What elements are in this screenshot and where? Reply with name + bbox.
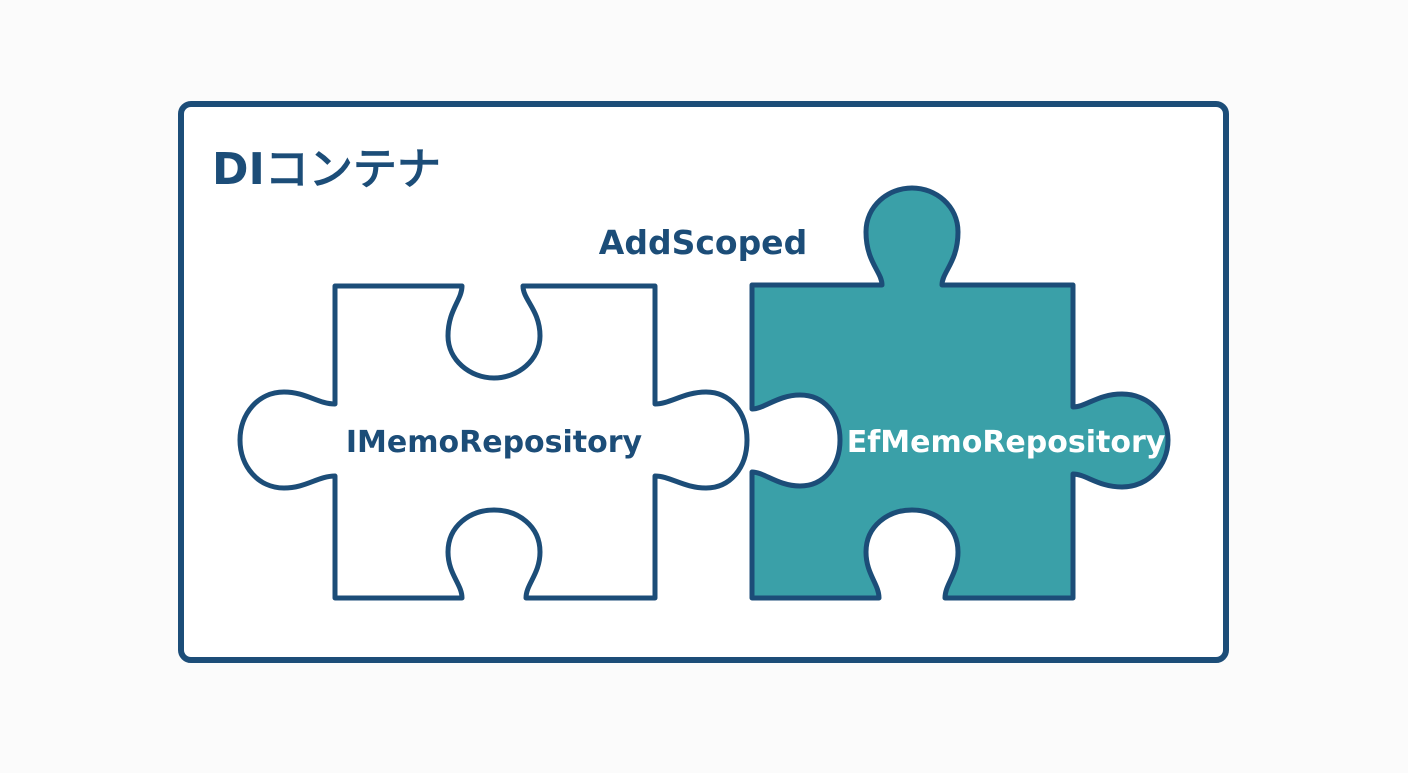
relation-label: AddScoped [599, 223, 807, 262]
interface-label: IMemoRepository [346, 425, 643, 460]
interface-puzzle-piece [237, 283, 750, 601]
implementation-puzzle-piece [749, 185, 1171, 601]
container-title: DIコンテナ [212, 144, 441, 195]
implementation-label: EfMemoRepository [847, 425, 1166, 460]
